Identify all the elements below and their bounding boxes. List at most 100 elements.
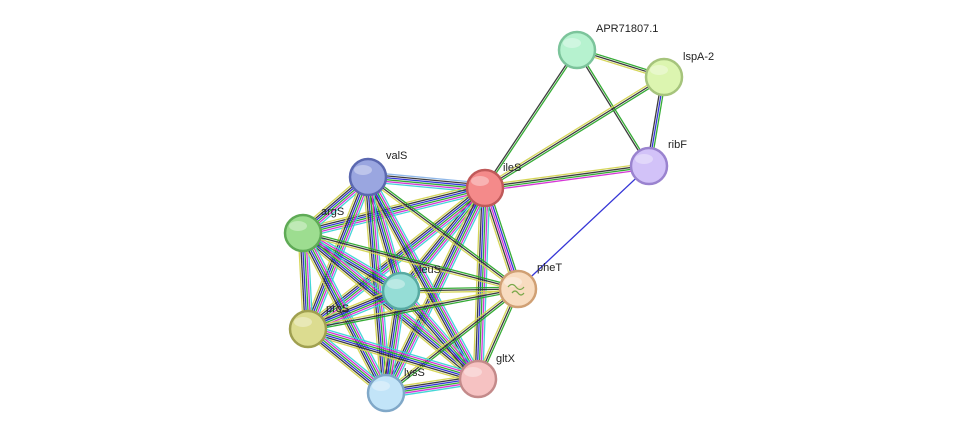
edge-line-cyan — [482, 188, 491, 380]
edge-pheT-lysS — [384, 286, 520, 396]
edge-line-blue — [399, 291, 478, 381]
edge-argS-pheT — [302, 230, 519, 292]
edge-line-yellow — [472, 187, 481, 379]
node-highlight — [372, 381, 390, 391]
edge-line-black — [483, 49, 577, 188]
edge-line-black — [368, 173, 486, 186]
node-highlight — [464, 367, 482, 377]
node-lspA-2[interactable] — [644, 57, 684, 97]
node-ribF[interactable] — [629, 146, 669, 186]
node-gltX[interactable] — [458, 359, 498, 399]
node-label-valS: valS — [386, 150, 407, 162]
edge-line-black — [300, 234, 477, 382]
edge-line-yellow — [302, 234, 518, 292]
edge-line-yellow — [302, 175, 365, 328]
edge-proS-gltX — [306, 323, 480, 385]
edge-line-cyan — [303, 191, 487, 239]
edge-line-black — [307, 288, 519, 330]
edge-line-yellow — [484, 162, 649, 186]
edge-line-green — [368, 176, 480, 379]
edge-line-black — [484, 164, 649, 188]
node-highlight — [354, 165, 372, 175]
node-label-lspA-2: lspA-2 — [683, 51, 714, 63]
edge-APR71807.1-ileS — [483, 49, 579, 189]
node-circle[interactable] — [458, 359, 498, 399]
edge-line-black — [364, 178, 477, 381]
node-circle[interactable] — [283, 213, 323, 253]
edge-line-yellow — [396, 293, 475, 383]
node-label-lysS: lysS — [404, 367, 425, 379]
node-highlight — [387, 279, 405, 289]
edge-line-cyan — [309, 323, 480, 376]
edge-line-green — [485, 78, 666, 191]
node-pheT[interactable] — [498, 269, 538, 309]
node-circle[interactable] — [288, 309, 328, 349]
edge-valS-gltX — [363, 174, 483, 382]
edge-ileS-argS — [301, 182, 487, 239]
edge-line-magenta — [369, 175, 482, 378]
edge-line-green — [400, 286, 518, 290]
node-argS[interactable] — [283, 213, 323, 253]
edge-line-black — [385, 288, 519, 394]
node-circle[interactable] — [381, 271, 421, 311]
edge-line-green — [308, 327, 479, 379]
node-ileS[interactable] — [465, 168, 505, 208]
edge-line-black — [484, 76, 665, 189]
edge-line-green — [367, 177, 485, 190]
node-label-gltX: gltX — [496, 353, 516, 365]
edge-line-yellow — [299, 236, 476, 384]
edge-line-magenta — [480, 188, 489, 380]
edge-line-lightblue — [368, 171, 486, 184]
node-lysS[interactable] — [366, 373, 406, 413]
node-circle[interactable] — [366, 373, 406, 413]
edge-line-green — [485, 166, 650, 190]
edge-line-magenta — [303, 190, 486, 237]
edge-line-green — [386, 289, 520, 396]
node-leuS[interactable] — [381, 271, 421, 311]
edge-line-blue — [476, 187, 485, 379]
node-highlight — [650, 65, 668, 75]
node-circle[interactable] — [629, 146, 669, 186]
node-proS[interactable] — [288, 309, 328, 349]
edge-leuS-gltX — [396, 287, 483, 383]
edge-line-cyan — [367, 181, 485, 194]
edge-line-yellow — [366, 178, 518, 292]
edge-line-yellow — [301, 182, 485, 230]
edge-line-cyan — [404, 287, 483, 377]
edge-line-blue — [307, 329, 478, 381]
edge-line-black — [364, 177, 384, 394]
node-label-ribF: ribF — [668, 139, 687, 151]
edge-lspA-2-ileS — [483, 74, 666, 191]
node-label-ileS: ileS — [503, 162, 521, 174]
node-label-APR71807.1: APR71807.1 — [596, 23, 658, 35]
edge-ribF-pheT — [517, 165, 650, 290]
edge-valS-pheT — [366, 174, 520, 292]
edge-line-blue — [302, 186, 485, 233]
edge-line-yellow — [307, 286, 518, 328]
edge-line-magenta — [485, 168, 650, 192]
edge-line-magenta — [308, 325, 479, 377]
node-label-pheT: pheT — [537, 262, 562, 274]
node-circle[interactable] — [348, 157, 388, 197]
node-highlight — [471, 176, 489, 186]
node-highlight — [294, 317, 312, 327]
node-circle[interactable] — [465, 168, 505, 208]
edge-line-black — [474, 187, 483, 379]
node-highlight — [563, 38, 581, 48]
node-APR71807.1[interactable] — [557, 30, 597, 70]
edge-ribF-ileS — [484, 162, 650, 192]
edge-line-yellow — [306, 332, 477, 385]
edge-line-yellow — [363, 178, 475, 382]
node-circle[interactable] — [644, 57, 684, 97]
edge-line-green — [308, 290, 519, 332]
edge-line-yellow — [483, 74, 664, 187]
edge-line-yellow — [396, 184, 482, 289]
edge-ileS-valS — [367, 171, 486, 194]
node-valS[interactable] — [348, 157, 388, 197]
edge-layer — [297, 47, 667, 399]
edge-line-blue — [368, 175, 486, 188]
edge-line-blue — [366, 177, 386, 394]
node-circle[interactable] — [557, 30, 597, 70]
